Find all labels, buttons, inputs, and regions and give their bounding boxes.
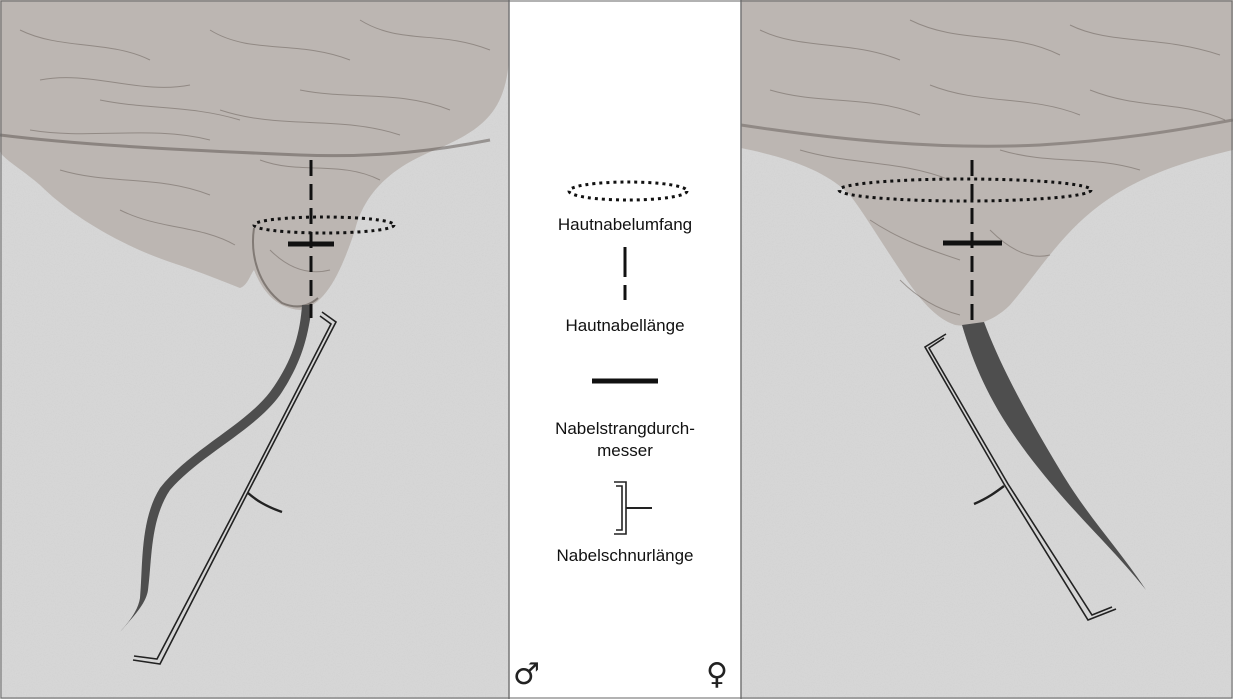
left-panel-male: [0, 0, 509, 699]
legend-panel: [509, 0, 741, 699]
legend-label-diameter: Nabelstrangdurch- messer: [519, 418, 731, 462]
legend-label-diameter-line1: Nabelstrangdurch-: [519, 418, 731, 440]
legend-background: [509, 0, 741, 699]
legend-label-length: Hautnabellänge: [519, 315, 731, 337]
legend-label-circumference: Hautnabelumfang: [519, 214, 731, 236]
male-symbol-icon: ♂: [513, 660, 540, 690]
right-panel-female: [741, 0, 1233, 699]
female-symbol-icon: ♀: [706, 660, 728, 690]
legend-label-cord-length: Nabelschnurlänge: [519, 545, 731, 567]
legend-label-diameter-line2: messer: [519, 440, 731, 462]
